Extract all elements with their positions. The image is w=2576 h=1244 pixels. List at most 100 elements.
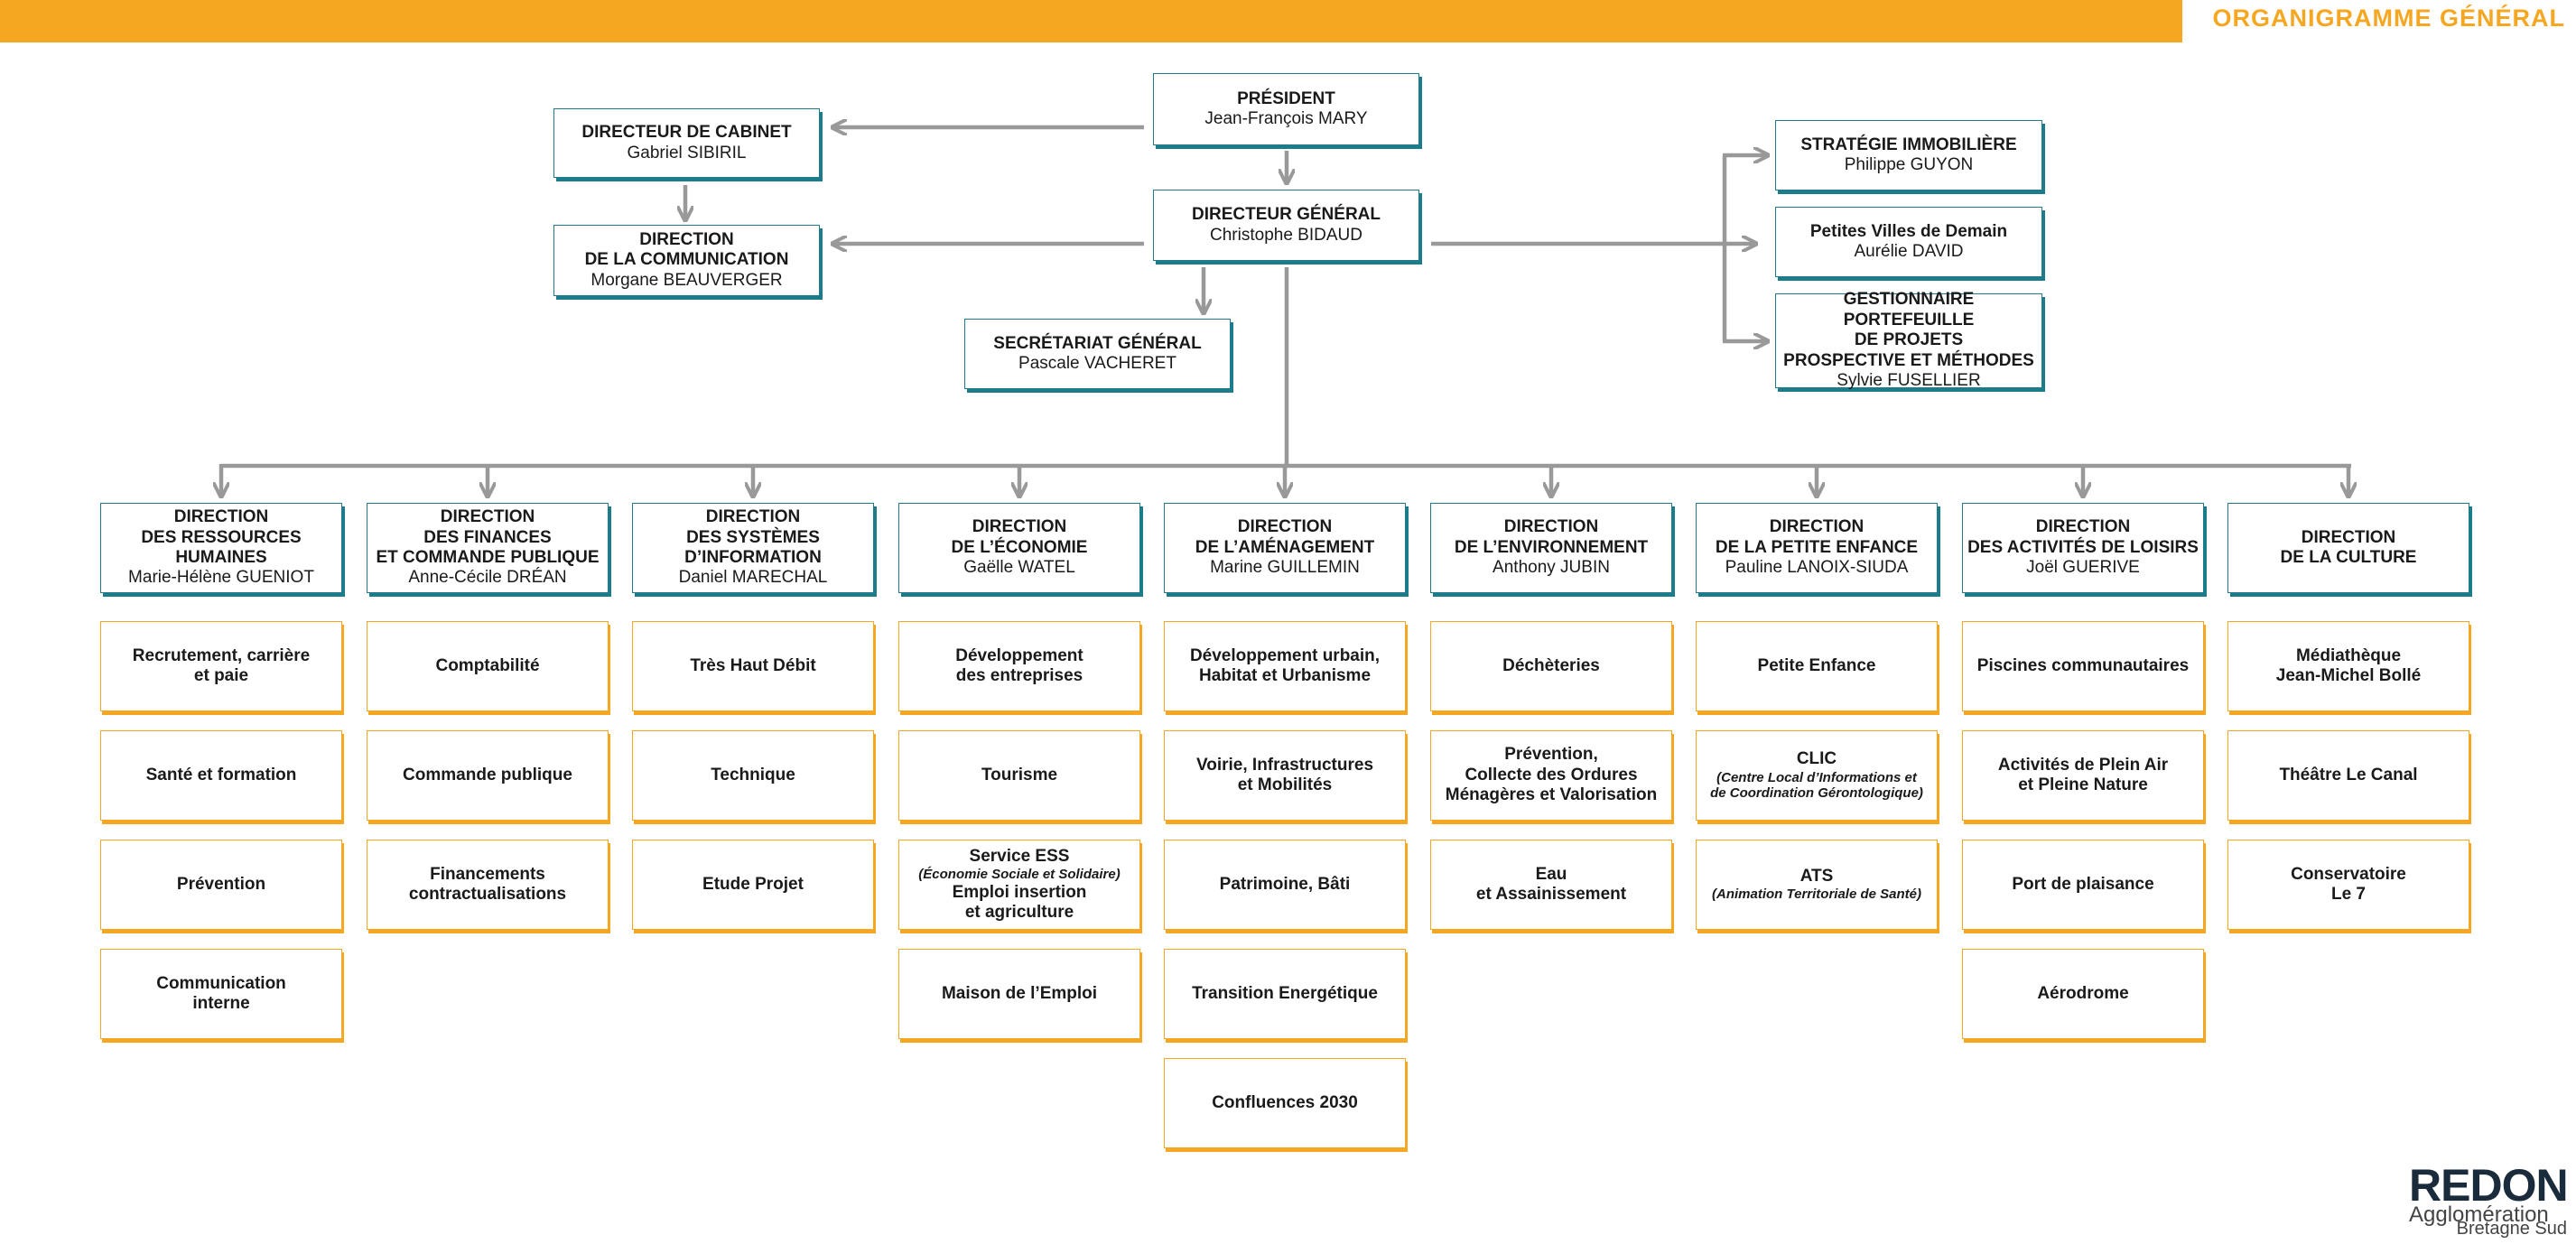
direction-title-line: DES FINANCES xyxy=(423,527,552,547)
direction-name: Marie-Hélène GUENIOT xyxy=(128,568,314,588)
service-box: Piscines communautaires xyxy=(1962,621,2204,711)
service-label-line: (Économie Sociale et Solidaire) xyxy=(918,866,1121,882)
service-label-line: Port de plaisance xyxy=(2012,874,2154,894)
service-label-line: Confluences 2030 xyxy=(1212,1092,1358,1112)
service-label-line: Technique xyxy=(711,765,795,784)
service-box: Prévention xyxy=(100,840,342,930)
service-label-line: interne xyxy=(192,994,250,1013)
direction-title-line: DIRECTION xyxy=(173,507,269,527)
direction-name: Anthony JUBIN xyxy=(1493,558,1610,578)
service-label-line: Financements xyxy=(430,864,545,884)
strategie-name: Philippe GUYON xyxy=(1844,155,1974,174)
direction-name: Gaëlle WATEL xyxy=(963,558,1075,578)
pvd-box: Petites Villes de Demain Aurélie DAVID xyxy=(1775,207,2042,277)
direction-title-line: DIRECTION xyxy=(2035,517,2131,537)
gestionnaire-box: GESTIONNAIRE PORTEFEUILLE DE PROJETS PRO… xyxy=(1775,290,2042,390)
service-box: Maison de l’Emploi xyxy=(898,949,1140,1039)
service-label-line: Comptabilité xyxy=(435,655,540,675)
direction-title-line: D’INFORMATION xyxy=(684,548,822,567)
service-label-line: Ménagères et Valorisation xyxy=(1445,785,1658,805)
direction-title-line: DIRECTION xyxy=(972,517,1067,537)
service-label-line: ATS xyxy=(1799,866,1834,886)
service-box: Théâtre Le Canal xyxy=(2227,730,2469,821)
service-label-line: et Pleine Nature xyxy=(2018,775,2148,794)
direction-title-line: DES SYSTÈMES xyxy=(686,527,820,547)
logo-line2: Bretagne Sud xyxy=(2456,1219,2567,1239)
service-label-line: Service ESS xyxy=(969,846,1070,866)
president-title: PRÉSIDENT xyxy=(1237,88,1335,108)
service-label-line: Transition Energétique xyxy=(1192,983,1378,1003)
service-label-line: Développement xyxy=(955,645,1083,665)
service-box: Confluences 2030 xyxy=(1164,1058,1406,1148)
president-name: Jean-François MARY xyxy=(1204,109,1368,128)
service-label-line: CLIC xyxy=(1796,749,1837,769)
service-box: Service ESS(Économie Sociale et Solidair… xyxy=(898,840,1140,930)
service-label-line: (Animation Territoriale de Santé) xyxy=(1712,887,1921,903)
direction-title-line: DIRECTION xyxy=(2301,527,2396,547)
direction-title-line: HUMAINES xyxy=(175,548,267,567)
president-box: PRÉSIDENT Jean-François MARY xyxy=(1153,73,1419,145)
secretariat-box: SECRÉTARIAT GÉNÉRAL Pascale VACHERET xyxy=(964,319,1231,389)
service-box: Tourisme xyxy=(898,730,1140,821)
direction-title-line: DES RESSOURCES xyxy=(141,527,302,547)
communication-title-line1: DIRECTION xyxy=(639,229,734,249)
service-label-line: Développement urbain, xyxy=(1189,645,1381,665)
service-box: Comptabilité xyxy=(367,621,609,711)
service-box: ATS(Animation Territoriale de Santé) xyxy=(1696,840,1938,930)
service-label-line: Santé et formation xyxy=(145,765,297,784)
direction-title-line: DE LA PETITE ENFANCE xyxy=(1715,537,1919,557)
service-label-line: Très Haut Débit xyxy=(690,655,816,675)
service-label-line: Communication xyxy=(156,973,286,993)
direction-title-line: DIRECTION xyxy=(1237,517,1333,537)
direction-title-line: DE L’ÉCONOMIE xyxy=(951,537,1088,557)
gestionnaire-title-line1: GESTIONNAIRE PORTEFEUILLE xyxy=(1843,290,1975,330)
service-label-line: Commande publique xyxy=(403,765,572,784)
service-label-line: Aérodrome xyxy=(2037,983,2129,1003)
service-box: Développement urbain,Habitat et Urbanism… xyxy=(1164,621,1406,711)
service-box: Petite Enfance xyxy=(1696,621,1938,711)
direction-title-line: DE L’AMÉNAGEMENT xyxy=(1195,537,1375,557)
cabinet-title: DIRECTEUR DE CABINET xyxy=(581,123,792,143)
direction-title-line: DES ACTIVITÉS DE LOISIRS xyxy=(1967,537,2199,557)
direction-name: Marine GUILLEMIN xyxy=(1210,558,1360,578)
page-title: ORGANIGRAMME GÉNÉRAL xyxy=(2212,5,2565,32)
service-label-line: Piscines communautaires xyxy=(1976,655,2190,675)
service-label-line: et Mobilités xyxy=(1237,775,1333,794)
gestionnaire-title-line2: DE PROJETS xyxy=(1854,330,1964,350)
service-box: Technique xyxy=(632,730,874,821)
direction-name: Pauline LANOIX-SIUDA xyxy=(1725,558,1909,578)
communication-box: DIRECTION DE LA COMMUNICATION Morgane BE… xyxy=(553,225,820,296)
communication-name: Morgane BEAUVERGER xyxy=(591,270,783,290)
header-bar xyxy=(0,0,2182,42)
service-label-line: de Coordination Gérontologique) xyxy=(1710,785,1923,802)
service-label-line: Jean-Michel Bollé xyxy=(2275,666,2422,685)
service-label-line: contractualisations xyxy=(408,885,567,904)
dg-name: Christophe BIDAUD xyxy=(1210,225,1362,245)
service-label-line: Maison de l’Emploi xyxy=(941,983,1098,1003)
service-label-line: et paie xyxy=(193,666,249,685)
service-box: Etude Projet xyxy=(632,840,874,930)
service-label-line: Déchèteries xyxy=(1502,655,1600,675)
dg-title: DIRECTEUR GÉNÉRAL xyxy=(1191,205,1381,225)
service-label-line: Théâtre Le Canal xyxy=(2279,765,2418,784)
direction-title-line: ET COMMANDE PUBLIQUE xyxy=(376,548,600,567)
strategie-title: STRATÉGIE IMMOBILIÈRE xyxy=(1800,135,2017,154)
service-label-line: Emploi insertion xyxy=(952,882,1087,902)
service-label-line: Prévention, xyxy=(1504,745,1598,765)
service-box: Port de plaisance xyxy=(1962,840,2204,930)
communication-title-line2: DE LA COMMUNICATION xyxy=(584,250,789,270)
